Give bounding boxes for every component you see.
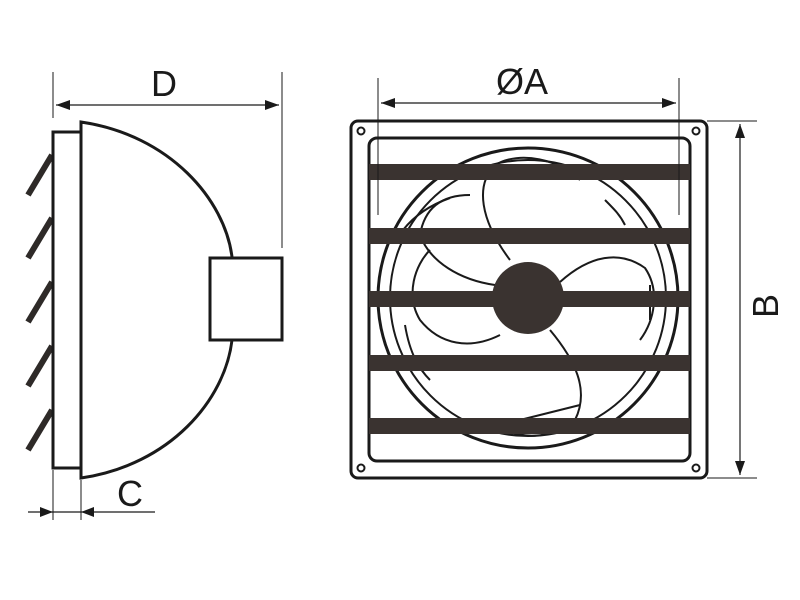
dimension-label-b: B	[745, 293, 786, 318]
motor-box	[208, 256, 284, 342]
dimension-label-c: C	[117, 473, 143, 514]
dimension-label-a: ØA	[496, 61, 549, 102]
screw-holes	[356, 126, 701, 473]
wall-hatch	[25, 153, 55, 452]
side-view	[25, 72, 284, 520]
mounting-plate-side	[51, 130, 83, 470]
guard-bars	[369, 164, 690, 434]
front-view	[349, 78, 757, 480]
dimension-label-d: D	[151, 63, 177, 104]
